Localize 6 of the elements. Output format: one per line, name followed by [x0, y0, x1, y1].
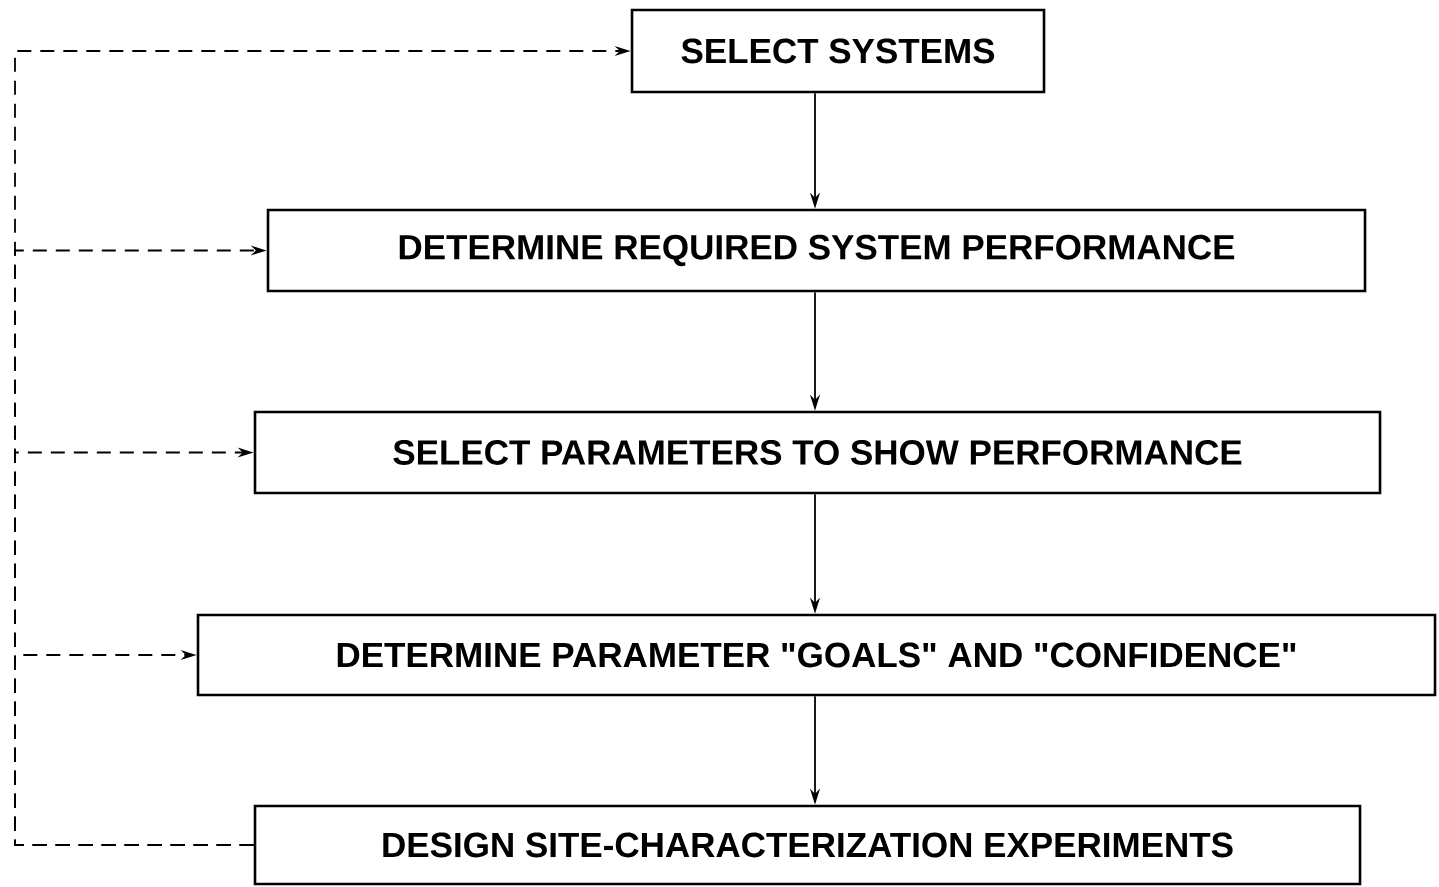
process-box: DETERMINE REQUIRED SYSTEM PERFORMANCE [266, 208, 1367, 293]
dashed-arrow [14, 649, 255, 846]
process-box: DETERMINE PARAMETER "GOALS" AND "CONFIDENCE" [196, 613, 1437, 697]
process-box: SELECT SYSTEMS [630, 8, 1046, 94]
process-box: DESIGN SITE-CHARACTERIZATION EXPERIMENTS [253, 804, 1362, 886]
process-box: SELECT PARAMETERS TO SHOW PERFORMANCE [253, 410, 1382, 495]
